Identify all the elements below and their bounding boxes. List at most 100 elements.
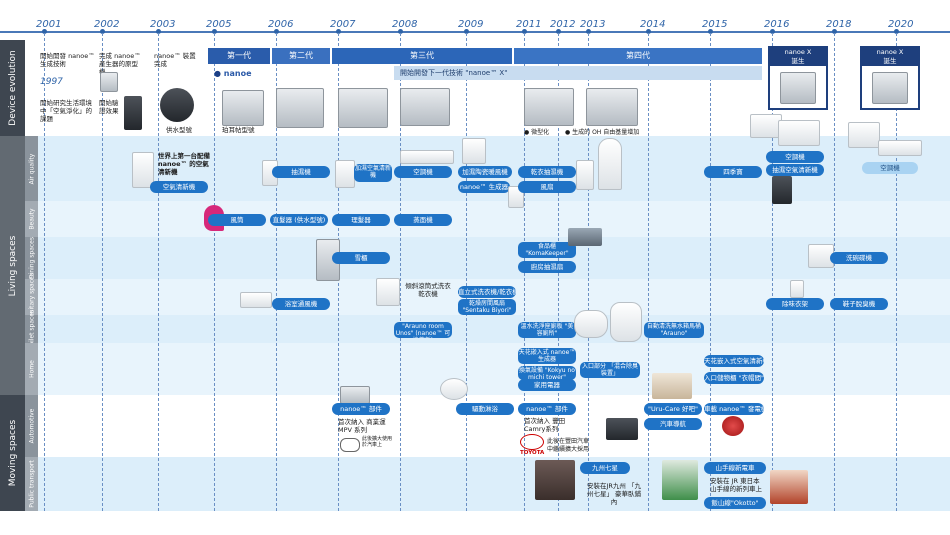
note-miniaturize: ● 微型化 bbox=[524, 129, 550, 136]
year-label: 2001 bbox=[36, 19, 62, 30]
next-gen-label: 開始開發下一代技術 "nanoe™ X" bbox=[400, 69, 508, 77]
pill-humid-fan: 加濕陶瓷暖風機 bbox=[458, 166, 512, 178]
year-label: 2020 bbox=[888, 19, 914, 30]
pill-air-purifier: 空氣清新機 bbox=[150, 181, 208, 193]
humid-fan-image bbox=[462, 138, 486, 164]
year-dot bbox=[770, 29, 775, 34]
year-label: 2011 bbox=[516, 19, 542, 30]
year-dot bbox=[522, 29, 527, 34]
year-guide-line bbox=[896, 33, 897, 511]
note-kyushu: 安裝在JR九州 「九州七星」 豪華臥鋪內 bbox=[586, 482, 642, 506]
year-guide-line bbox=[44, 33, 45, 511]
category-label: Living spaces bbox=[7, 235, 18, 296]
note-drum-washer: 傾斜滾筒式洗衣乾衣機 bbox=[405, 282, 451, 298]
year-dot bbox=[42, 29, 47, 34]
pill-built-in: 天花嵌入式 nanoe™ 生成器 bbox=[518, 348, 576, 364]
on-board-generator-image bbox=[722, 416, 744, 436]
year-1997: 1997 bbox=[40, 77, 63, 87]
year-guide-line bbox=[588, 33, 589, 511]
pill-fan: 風扇 bbox=[518, 181, 576, 193]
note-1997: 開始研究生活環境中「空氣淨化」的課題 bbox=[40, 99, 92, 123]
toilet-band bbox=[25, 315, 950, 343]
okotto-train-image bbox=[770, 470, 808, 504]
year-dot bbox=[464, 29, 469, 34]
pill-closet: 換氣設備 "Kokyu no michi tower" bbox=[518, 366, 576, 380]
subcat-home: Home bbox=[25, 343, 38, 395]
year-dot bbox=[708, 29, 713, 34]
pill-entrance: 入口部分 「混合除臭裝置」 bbox=[580, 362, 640, 378]
subcat-air-quality: Air quality bbox=[25, 136, 38, 201]
note-water-type: 供水型號 bbox=[166, 126, 192, 134]
year-dot bbox=[832, 29, 837, 34]
birth-label: 誕生 bbox=[862, 57, 918, 66]
verification-device-image bbox=[124, 96, 142, 130]
pill-dehumid-purifier: 抽濕空氣清新機 bbox=[766, 164, 824, 176]
generation-label: 第一代 bbox=[227, 51, 251, 60]
pill-arauno-room: "Arauno room Unos" (nanoe™ 可換蓋板) bbox=[394, 322, 452, 338]
ceiling-ac-2018-image bbox=[848, 122, 880, 148]
year-dot bbox=[274, 29, 279, 34]
uru-care-image bbox=[652, 373, 692, 399]
pill-okotto: 飯山線"Okotto" bbox=[704, 497, 766, 509]
pill-dehumidifier: 抽濕機 bbox=[272, 166, 330, 178]
year-dot bbox=[894, 29, 899, 34]
dehumid-purifier-image bbox=[772, 176, 792, 204]
pill-closet-shoes: 入口儲物櫃 "衣帽間" bbox=[704, 372, 764, 384]
subcat-public-transport: Public transport bbox=[25, 457, 38, 511]
year-label: 2009 bbox=[458, 19, 484, 30]
note-first-camry: 首次納入 豐田Camry系列 bbox=[524, 417, 566, 433]
subcat-label: Air quality bbox=[28, 153, 35, 184]
note-peltier: 珀耳帖型號 bbox=[222, 126, 255, 134]
nanoex-2018-frame: nanoe X 誕生 bbox=[860, 46, 920, 110]
toyota-logo bbox=[520, 434, 544, 450]
auto-clean-toilet-image bbox=[610, 302, 642, 342]
nanoe-logo: ● nanoe bbox=[214, 69, 252, 78]
subcat-label: Beauty bbox=[28, 208, 35, 230]
year-dot bbox=[156, 29, 161, 34]
next-gen-bar: 開始開發下一代技術 "nanoe™ X" bbox=[394, 66, 762, 80]
auto-parts-2007-image bbox=[340, 386, 370, 404]
gen4-device-image bbox=[524, 88, 574, 126]
generation-1-bar: 第一代 bbox=[208, 48, 270, 64]
year-guide-line bbox=[466, 33, 467, 511]
pill-washlet: 溫水洗淨座廁板 "美容廁所" bbox=[518, 322, 576, 338]
home-band bbox=[25, 343, 950, 395]
dining-band bbox=[25, 237, 950, 279]
year-label: 2002 bbox=[94, 19, 120, 30]
aircon-2020-image bbox=[878, 140, 922, 156]
note-yamanote: 安裝在 JR 東日本 山手線的新列車上 bbox=[710, 477, 762, 493]
year-guide-line bbox=[648, 33, 649, 511]
pill-uru-care: "Uru-Care 好吧" bbox=[644, 403, 702, 415]
subcat-beauty: Beauty bbox=[25, 201, 38, 237]
pill-auto-parts-2007: nanoe™ 部件 bbox=[332, 403, 390, 415]
transport-band bbox=[25, 457, 950, 511]
pill-vertical-washer: 直立式洗衣機/乾衣機 bbox=[458, 286, 516, 298]
year-label: 2012 bbox=[550, 19, 576, 30]
year-guide-line bbox=[102, 33, 103, 511]
pill-yamanote: 山手線新電車 bbox=[704, 462, 766, 474]
year-label: 2014 bbox=[640, 19, 666, 30]
pill-hair-iron: 直髮器 (供水型號) bbox=[270, 214, 328, 226]
pill-all-year: 四季寶 bbox=[704, 166, 762, 178]
year-dot bbox=[646, 29, 651, 34]
generation-4-bar: 第四代 bbox=[514, 48, 762, 64]
food-keeper-image bbox=[568, 228, 602, 246]
nanoex-logo: nanoe X bbox=[770, 48, 826, 57]
pill-bath-vent: 浴室通風機 bbox=[272, 298, 330, 310]
fan-image bbox=[598, 138, 622, 190]
note-first-mpv: 首次納入 商業運 MPV 系列 bbox=[338, 418, 386, 434]
pill-wardrobe-dryer: 乾燥房間風扇 "Sentaku Biyori" bbox=[458, 299, 516, 315]
bath-vent-image bbox=[240, 292, 272, 308]
year-dot bbox=[212, 29, 217, 34]
gen2-device-image bbox=[276, 88, 324, 128]
generation-2-bar: 第二代 bbox=[272, 48, 330, 64]
generation-label: 第二代 bbox=[289, 51, 313, 60]
year-label: 2007 bbox=[330, 19, 356, 30]
year-guide-line bbox=[834, 33, 835, 511]
year-label: 2013 bbox=[580, 19, 606, 30]
note-auto-expand: 此後擴大使用 於汽車上 bbox=[362, 436, 393, 448]
pill-aircon-2020: 空調機 bbox=[862, 162, 918, 174]
pill-deodorizer: 除味衣架 bbox=[766, 298, 824, 310]
kyushu-train-image bbox=[535, 460, 575, 500]
